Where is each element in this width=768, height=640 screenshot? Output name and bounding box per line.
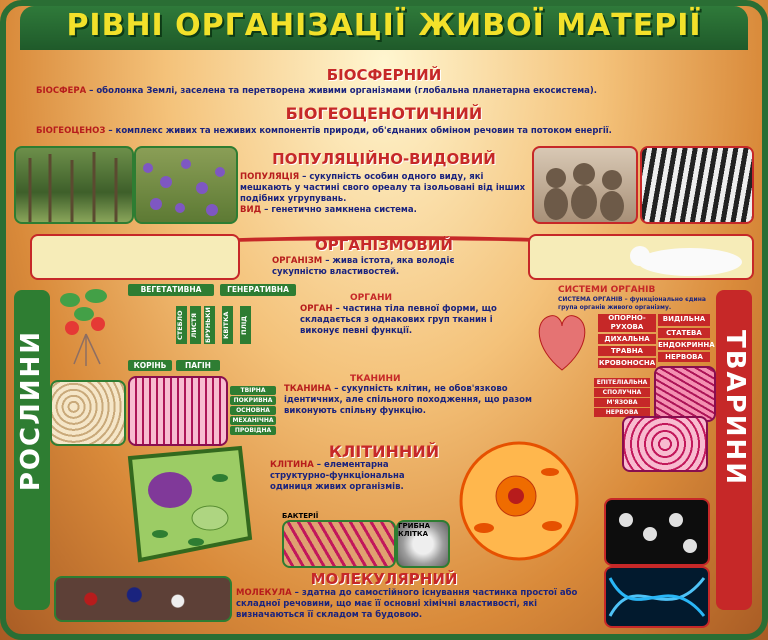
system-nervous: НЕРВОВА (658, 352, 710, 362)
title-bar (20, 6, 748, 50)
tissue-nervous: НЕРВОВА (594, 408, 650, 417)
plant-tissue-photo (50, 380, 126, 446)
molecule-term: МОЛЕКУЛА (236, 588, 292, 598)
species-text: – генетично замкнена система. (261, 205, 417, 215)
system-reproductive: СТАТЕВА (658, 328, 710, 338)
forest-photo (14, 146, 134, 224)
dna-icon (608, 577, 706, 617)
heart-organs-icon (538, 315, 586, 371)
biogeocenotic-text: – комплекс живих та неживих компонентів … (105, 126, 612, 136)
population-text: – сукупність особин одного виду, які меш… (240, 172, 526, 204)
cell-text: – елементарна структурно-функціональна о… (270, 460, 405, 492)
organ-fruit: ПЛІД (240, 306, 251, 344)
plants-sidebar (14, 290, 50, 610)
fungal-cell-photo (396, 520, 450, 568)
root-box: КОРІНЬ (128, 360, 172, 371)
protein-molecule-photo (54, 576, 232, 622)
plants-label: РОСЛИНИ (16, 330, 46, 492)
organ-leaves: ЛИСТЯ (190, 306, 201, 344)
organ-buds: БРУНЬКИ (204, 306, 215, 344)
poster-title: РІВНІ ОРГАНІЗАЦІЇ ЖИВОЇ МАТЕРІЇ (66, 8, 702, 43)
level-population: ПОПУЛЯЦІЙНО-ВИДОВИЙ (272, 150, 496, 168)
biosphere-term: БІОСФЕРА (36, 86, 87, 96)
strawberry-plant-icon (60, 289, 107, 366)
organ-stem: СТЕБЛО (176, 306, 187, 344)
vegetative-box: ВЕГЕТАТИВНА (128, 284, 214, 296)
species-term: ВИД (240, 205, 262, 215)
system-musculoskeletal: ОПОРНО-РУХОВА (598, 314, 656, 332)
tissue-text: – сукупність клітин, не обов'язково іден… (284, 384, 532, 416)
organs-heading: ОРГАНИ (350, 293, 393, 303)
biogeocenotic-definition: БІОГЕОЦЕНОЗ – комплекс живих та неживих … (36, 126, 736, 137)
biosphere-definition: БІОСФЕРА – оболонка Землі, заселена та п… (36, 86, 736, 97)
tissue-vascular: ПРОВІДНА (230, 426, 276, 435)
bacteria-photo (282, 520, 396, 568)
system-digestive: ТРАВНА (598, 346, 656, 356)
tissues-heading: ТКАНИНИ (350, 374, 401, 384)
level-cellular: КЛІТИННИЙ (328, 442, 440, 461)
level-biogeocenotic: БІОГЕОЦЕНОТИЧНИЙ (285, 104, 483, 123)
monkeys-photo (532, 146, 638, 224)
organ-term: ОРГАН (300, 304, 333, 314)
tissue-meristem: ТВІРНА (230, 386, 276, 395)
tissue-term: ТКАНИНА (284, 384, 332, 394)
flowers-icon (143, 159, 225, 216)
water-lily-panel (30, 234, 240, 280)
dna-photo (604, 566, 710, 628)
animals-sidebar (716, 290, 752, 610)
plant-cell-icon (127, 445, 253, 563)
animal-cell-icon (459, 441, 579, 561)
organism-term: ОРГАНІЗМ (272, 256, 323, 266)
level-biosphere: БІОСФЕРНИЙ (326, 66, 442, 84)
blood-tissue-photo (622, 416, 708, 472)
biogeocenotic-term: БІОГЕОЦЕНОЗ (36, 126, 106, 136)
tissue-dermal: ПОКРИВНА (230, 396, 276, 405)
tissue-epithelial: ЕПІТЕЛІАЛЬНА (594, 378, 650, 387)
shoot-box: ПАГІН (176, 360, 220, 371)
animals-label: ТВАРИНИ (720, 330, 750, 487)
monkeys-icon (544, 163, 624, 221)
zebras-photo (640, 146, 754, 224)
organ-flower: КВІТКА (222, 306, 233, 344)
organs-definition: ОРГАН – частина тіла певної форми, що ск… (300, 304, 520, 337)
tissue-connective: СПОЛУЧНА (594, 388, 650, 397)
systems-definition: СИСТЕМА ОРГАНІВ – функціонально єдина гр… (558, 296, 706, 311)
generative-box: ГЕНЕРАТИВНА (220, 284, 296, 296)
tissue-mechanical: МЕХАНІЧНА (230, 416, 276, 425)
cellular-definition: КЛІТИНА – елементарна структурно-функціо… (270, 460, 430, 493)
biosphere-text: – оболонка Землі, заселена та перетворен… (86, 86, 598, 96)
tissue-muscle: М'ЯЗОВА (594, 398, 650, 407)
tissue-ground: ОСНОВНА (230, 406, 276, 415)
system-respiratory: ДИХАЛЬНА (598, 334, 656, 344)
population-term: ПОПУЛЯЦІЯ (240, 172, 300, 182)
population-definition: ПОПУЛЯЦІЯ – сукупність особин одного вид… (240, 172, 530, 216)
fungal-cell-label: ГРИБНА КЛІТКА (398, 522, 431, 538)
muscle-tissue-photo (654, 366, 716, 422)
system-circulatory: КРОВОНОСНА (598, 358, 656, 368)
molecule-icon (619, 513, 697, 553)
bear-icon (630, 246, 742, 276)
organism-definition: ОРГАНІЗМ – жива істота, яка володіє суку… (272, 256, 502, 278)
organism-text: – жива істота, яка володіє сукупністю вл… (272, 256, 455, 277)
level-organism: ОРГАНІЗМОВИЙ (315, 236, 453, 254)
polar-bear-panel (528, 234, 754, 280)
system-endocrine: ЕНДОКРИННА (658, 340, 715, 350)
molecule-text: – здатна до самостійного існування части… (236, 588, 578, 620)
level-molecular: МОЛЕКУЛЯРНИЙ (310, 570, 458, 588)
systems-heading: СИСТЕМИ ОРГАНІВ (558, 285, 656, 295)
molecular-definition: МОЛЕКУЛА – здатна до самостійного існува… (236, 588, 606, 621)
bacteria-label: БАКТЕРІЇ (282, 512, 319, 520)
xylem-photo (128, 376, 228, 446)
system-excretory: ВИДІЛЬНА (658, 314, 710, 326)
tree-trunks-icon (28, 152, 118, 222)
molecule-photo (604, 498, 710, 566)
cell-term: КЛІТИНА (270, 460, 314, 470)
organ-text: – частина тіла певної форми, що складаєт… (300, 304, 497, 336)
tissues-definition: ТКАНИНА – сукупність клітин, не обов'язк… (284, 384, 554, 417)
crocus-photo (134, 146, 238, 224)
